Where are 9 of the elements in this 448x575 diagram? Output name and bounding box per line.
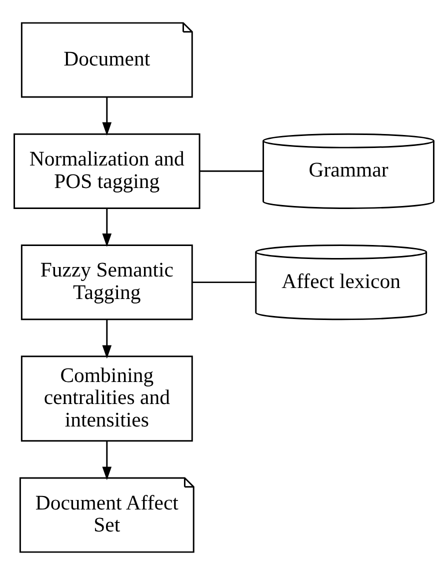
arrow [102, 98, 112, 136]
node-box: Normalization and POS tagging [14, 133, 200, 209]
connector [192, 282, 256, 284]
connector [200, 170, 264, 172]
arrow [102, 320, 112, 359]
arrow [102, 441, 112, 480]
arrow [102, 208, 112, 247]
node-box: Fuzzy Semantic Tagging [20, 244, 193, 320]
node-box: Combining centralities and intensities [20, 356, 193, 442]
